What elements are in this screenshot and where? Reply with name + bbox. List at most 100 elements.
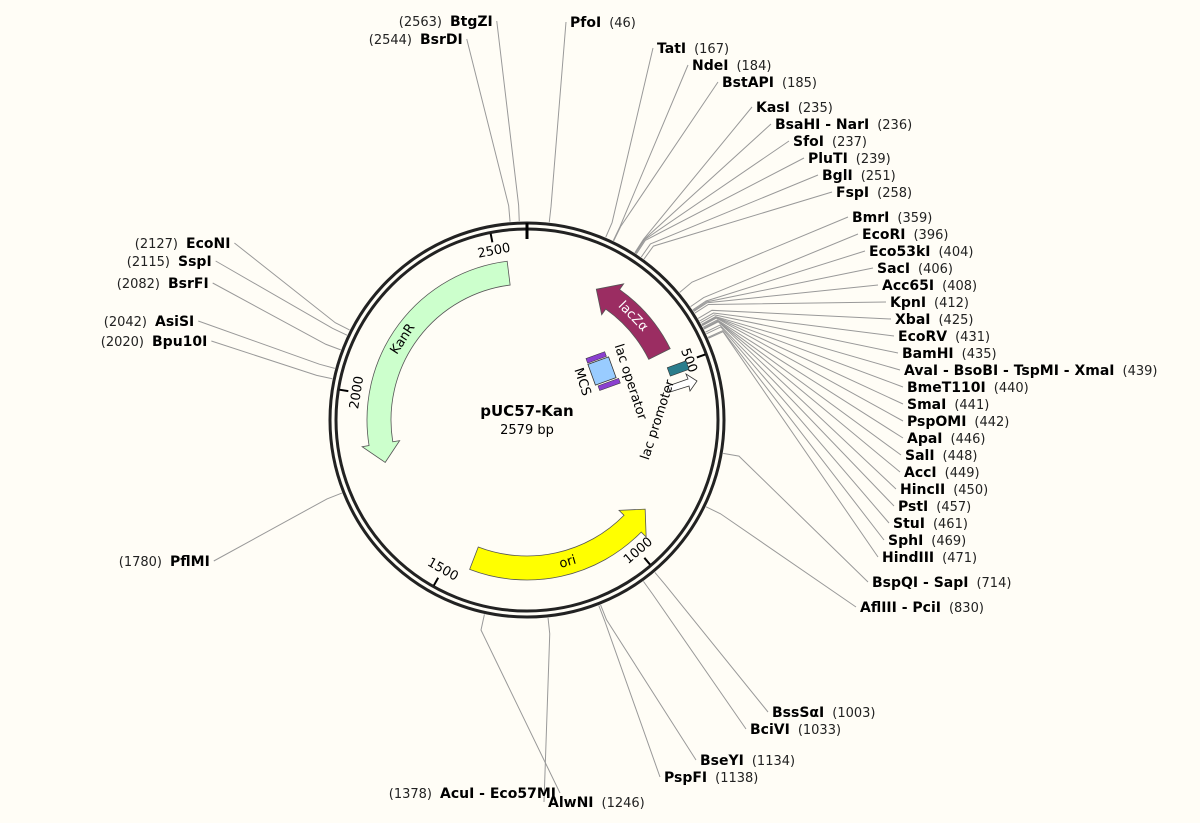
site-leader-line — [701, 316, 904, 388]
site-name: PfoI — [570, 15, 601, 31]
site-name: PstI — [898, 499, 928, 515]
site-name: AcuI - Eco57MI — [440, 786, 556, 802]
site-name: BtgZI — [450, 14, 493, 30]
site-name: XbaI — [895, 312, 930, 328]
site-position: (450) — [953, 483, 988, 498]
site-leader-line — [643, 581, 747, 730]
site-fspi: FspI(258) — [836, 185, 912, 201]
site-leader-line — [213, 492, 343, 562]
tick-mark-2000 — [339, 388, 349, 393]
site-name: BglI — [822, 168, 853, 184]
site-name: BmrI — [852, 210, 889, 226]
site-ndei: NdeI(184) — [692, 58, 771, 74]
site-position: (251) — [861, 169, 896, 184]
site-name: BsaHI - NarI — [775, 117, 869, 133]
site-position: (235) — [798, 101, 833, 116]
site-name: Eco53kI — [869, 244, 930, 260]
site-ecorv: EcoRV(431) — [898, 329, 990, 345]
site-saci: SacI(406) — [877, 261, 953, 277]
site-position: (1003) — [832, 706, 875, 721]
site-position: (359) — [897, 211, 932, 226]
site-bgli: BglI (251) — [822, 168, 896, 184]
site-leader-line — [466, 38, 511, 222]
site-btgzi: BtgZI(2563) — [399, 14, 493, 30]
site-position: (2042) — [104, 315, 147, 330]
site-eco53ki: Eco53kI(404) — [869, 244, 973, 260]
site-position: (469) — [931, 534, 966, 549]
site-bmet110i: BmeT110I(440) — [907, 380, 1029, 396]
site-bpu10i: Bpu10I(2020) — [101, 334, 208, 350]
site-position: (471) — [942, 551, 977, 566]
site-name: SspI — [178, 254, 212, 270]
site-name: SalI — [905, 448, 935, 464]
site-leader-line — [707, 330, 885, 541]
site-leader-line — [480, 614, 561, 794]
site-apai: ApaI(446) — [907, 431, 985, 447]
site-position: (449) — [945, 466, 980, 481]
site-leader-line — [548, 21, 567, 223]
site-position: (1378) — [389, 787, 432, 802]
site-position: (167) — [694, 42, 729, 57]
site-name: Acc65I — [882, 278, 934, 294]
site-name: SacI — [877, 261, 910, 277]
site-leader-line — [679, 216, 849, 293]
site-position: (2127) — [135, 237, 178, 252]
site-name: KpnI — [890, 295, 926, 311]
site-leader-line — [211, 340, 333, 380]
site-alwni: AlwNI(1246) — [548, 795, 645, 811]
site-position: (1780) — [119, 555, 162, 570]
site-name: FspI — [836, 185, 869, 201]
site-position: (46) — [609, 16, 636, 31]
site-leader-line — [702, 319, 904, 439]
site-position: (1134) — [752, 754, 795, 769]
site-position: (2115) — [127, 255, 170, 270]
site-leader-line — [703, 321, 897, 490]
site-name: HindIII — [882, 550, 934, 566]
site-leader-line — [692, 250, 866, 311]
site-position: (236) — [877, 118, 912, 133]
site-leader-line — [543, 617, 551, 803]
site-name: SfoI — [793, 134, 824, 150]
site-tati: TatI(167) — [657, 41, 729, 57]
site-position: (237) — [832, 135, 867, 150]
site-sfoi: SfoI (237) — [793, 134, 867, 150]
site-leader-line — [692, 267, 874, 312]
site-leader-line — [694, 301, 887, 314]
site-bstapi: BstAPI(185) — [722, 75, 817, 91]
site-bsrdi: BsrDI(2544) — [369, 32, 463, 48]
site-position: (1138) — [715, 771, 758, 786]
site-afliii-pcii: AflIII - PciI(830) — [860, 600, 984, 616]
site-leader-line — [697, 309, 892, 320]
site-name: PspFI — [664, 770, 707, 786]
tick-label-1500: 1500 — [425, 555, 461, 584]
plasmid-name: pUC57-Kan — [480, 402, 573, 420]
site-name: AlwNI — [548, 795, 594, 811]
site-bseyi: BseYI(1134) — [700, 753, 795, 769]
site-name: NdeI — [692, 58, 728, 74]
site-kpni: KpnI (412) — [890, 295, 969, 311]
site-sphi: SphI(469) — [888, 533, 966, 549]
site-leader-line — [635, 140, 790, 254]
site-position: (441) — [954, 398, 989, 413]
tick-mark-500 — [696, 353, 706, 359]
site-position: (412) — [934, 296, 969, 311]
ori-feature-label: ori — [558, 553, 578, 572]
site-name: BmeT110I — [907, 380, 986, 396]
site-acci: AccI(449) — [904, 465, 980, 481]
site-leader-line — [705, 324, 895, 507]
site-pspfi: PspFI (1138) — [664, 770, 758, 786]
site-leader-line — [654, 572, 769, 713]
site-smai: SmaI(441) — [907, 397, 989, 413]
site-position: (442) — [974, 415, 1009, 430]
site-xbai: XbaI(425) — [895, 312, 973, 328]
site-leader-line — [701, 317, 904, 422]
site-bsahi-nari: BsaHI - NarI (236) — [775, 117, 912, 133]
site-psti: PstI(457) — [898, 499, 971, 515]
site-position: (185) — [782, 76, 817, 91]
site-bspqi-sapi: BspQI - SapI(714) — [872, 575, 1011, 591]
site-name: AflIII - PciI — [860, 600, 941, 616]
site-leader-line — [198, 320, 335, 369]
tick-mark-2500 — [489, 233, 494, 243]
site-leader-line — [600, 604, 697, 761]
